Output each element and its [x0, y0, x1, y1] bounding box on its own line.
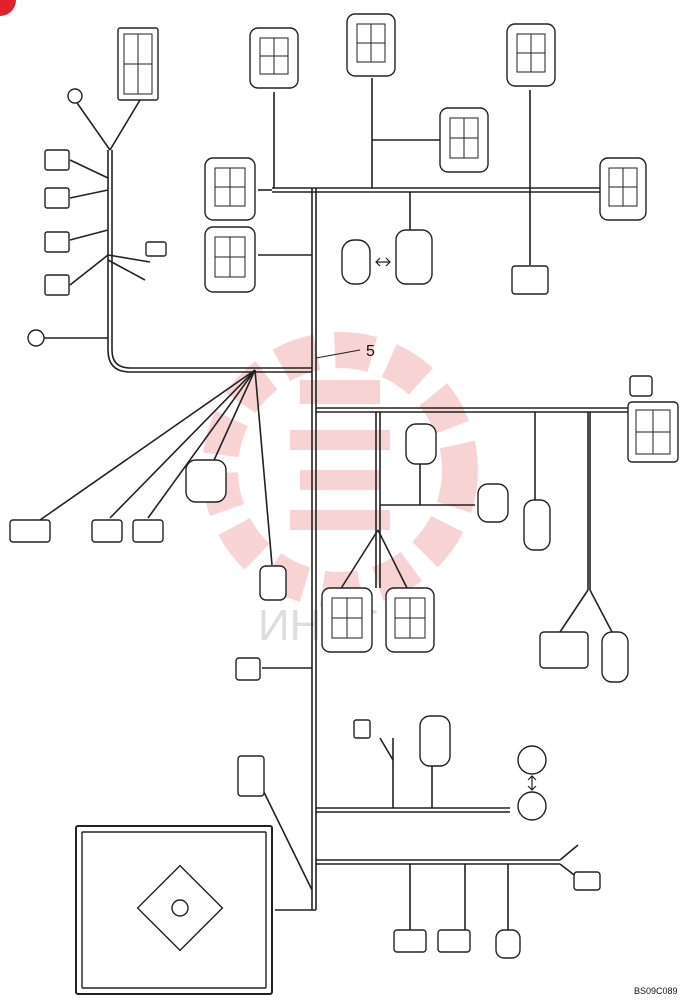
connector-small — [629, 375, 653, 397]
connector-small — [393, 929, 427, 953]
connector-round — [517, 745, 547, 775]
connector-small — [353, 719, 371, 739]
connector-small — [235, 657, 261, 681]
connector-small — [44, 149, 70, 171]
callout-number: 5 — [366, 343, 375, 360]
connector-small — [259, 565, 287, 601]
connector-small — [395, 229, 433, 285]
connector-small — [495, 929, 521, 959]
connector-round — [517, 791, 547, 821]
connector-small — [44, 231, 70, 253]
connector-small — [511, 265, 549, 295]
connector-small — [132, 519, 164, 543]
connector-small — [91, 519, 123, 543]
ground-point — [67, 88, 83, 104]
connector-small — [601, 631, 629, 683]
connector-small — [437, 929, 471, 953]
pin-grids — [123, 23, 671, 639]
connector-small — [44, 187, 70, 209]
connector-small — [185, 459, 227, 503]
connectors — [9, 13, 679, 995]
connector-small — [9, 519, 51, 543]
figure-code: BS09C089 — [634, 986, 678, 996]
connector-small — [44, 274, 70, 296]
corner-badge — [0, 0, 16, 16]
connector-small — [405, 423, 437, 465]
connector-block — [539, 631, 589, 669]
connector-small — [341, 239, 371, 285]
connector-small — [523, 499, 551, 551]
connector-small — [145, 241, 167, 257]
connector-small — [419, 715, 451, 767]
direction-arrows — [375, 257, 537, 791]
connector-small — [477, 483, 509, 523]
connector-small — [573, 871, 601, 891]
ground-point — [27, 329, 45, 347]
connector-small — [237, 755, 265, 797]
